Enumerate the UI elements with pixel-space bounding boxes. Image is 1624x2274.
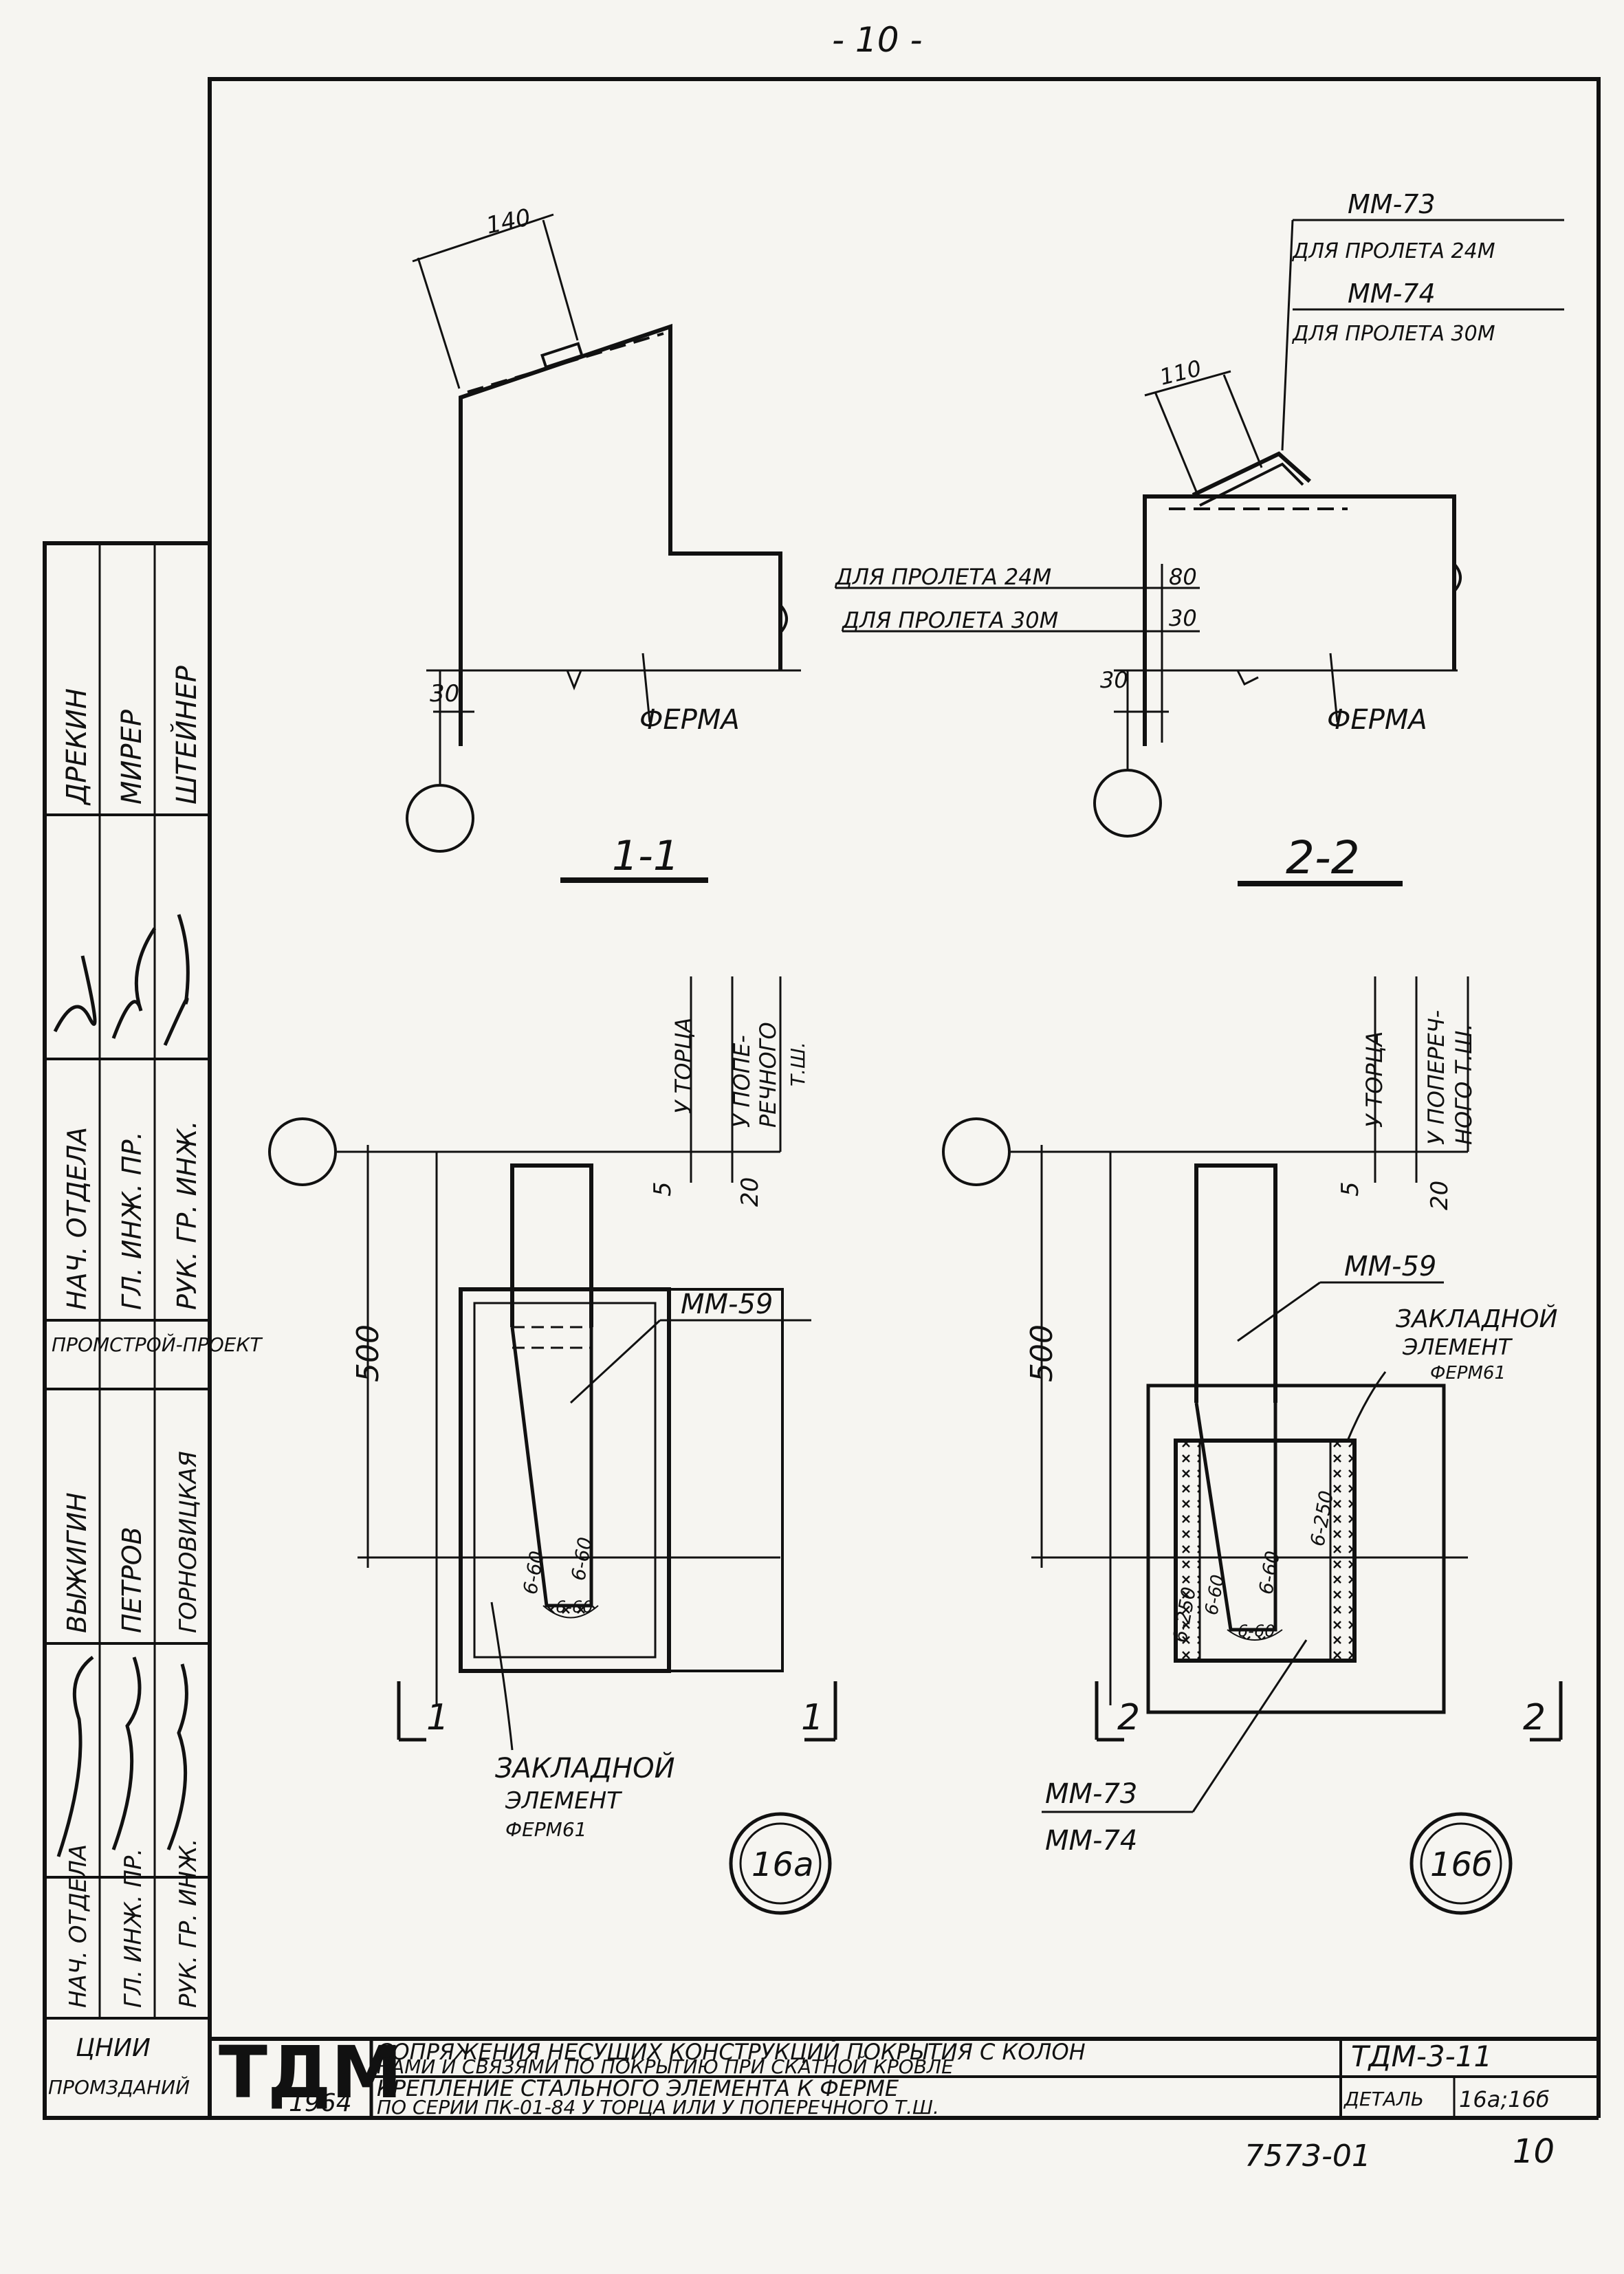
detail-16b: У ТОРЦА У ПОПЕРЕЧ- НОГО Т.Ш. 5 20 500 ММ… bbox=[942, 976, 1563, 1915]
stamp-name-a2: МИРЕР bbox=[116, 709, 148, 805]
dim-140: 140 bbox=[484, 204, 534, 240]
truss-label: ФЕРМА bbox=[639, 704, 740, 736]
axis-circle-3 bbox=[268, 1117, 337, 1186]
detail-label: ДЕТАЛЬ bbox=[1343, 2088, 1424, 2110]
mm73-label: ММ-73 bbox=[1348, 189, 1436, 219]
mm74-label: ММ-74 bbox=[1348, 278, 1436, 309]
span30-label: ДЛЯ ПРОЛЕТА 30М bbox=[841, 607, 1058, 633]
at-end-2: У ТОРЦА bbox=[1361, 1031, 1387, 1128]
section-1-1: 140 30 ФЕРМА 1-1 bbox=[406, 204, 801, 883]
stamp-org-b1: ЦНИИ bbox=[76, 2034, 151, 2062]
weld-60-b: 6-60 bbox=[1254, 1549, 1284, 1596]
stamp-name-a3: ШТЕЙНЕР bbox=[170, 665, 203, 805]
cut-left-1: 1 bbox=[426, 1697, 449, 1738]
stamp-name-b1: ВЫЖИГИН bbox=[62, 1492, 92, 1633]
year: 1964 bbox=[289, 2089, 352, 2117]
stamp-role-b1: НАЧ. ОТДЕЛА bbox=[65, 1844, 92, 2008]
weld-3: 6-60 bbox=[556, 1597, 593, 1617]
cut-right-2: 2 bbox=[1523, 1697, 1546, 1738]
stamp-role-a1: НАЧ. ОТДЕЛА bbox=[62, 1127, 92, 1310]
signature-b3 bbox=[166, 1663, 188, 1850]
embedded-2-3: ФЕРМ61 bbox=[1430, 1363, 1506, 1384]
embedded-3: ФЕРМ61 bbox=[505, 1818, 586, 1841]
sub-line-2: ПО СЕРИИ ПК-01-84 У ТОРЦА ИЛИ У ПОПЕРЕЧН… bbox=[377, 2096, 939, 2119]
at-end: У ТОРЦА bbox=[670, 1018, 696, 1114]
axis-circle-2 bbox=[1093, 769, 1162, 838]
at-cross-3: Т.Ш. bbox=[787, 1042, 809, 1086]
span24-label: ДЛЯ ПРОЛЕТА 24М bbox=[834, 564, 1051, 590]
archive-number: 7573-01 bbox=[1244, 2139, 1371, 2174]
mm59-2: ММ-59 bbox=[1344, 1251, 1436, 1282]
detail-value: 16а;16б bbox=[1459, 2086, 1550, 2112]
signature-a3 bbox=[163, 914, 190, 1047]
detail-16a: У ТОРЦА У ПОПЕ- РЕЧНОГО Т.Ш. 5 20 500 ММ… bbox=[268, 976, 837, 1915]
dim-30-top: 30 bbox=[1169, 605, 1197, 631]
mm73-2: ММ-73 bbox=[1045, 1778, 1137, 1810]
mm74-span: ДЛЯ ПРОЛЕТА 30М bbox=[1291, 322, 1495, 346]
axis-circle-1 bbox=[406, 784, 474, 853]
dim-500: 500 bbox=[351, 1324, 386, 1382]
stamp-role-b3: РУК. ГР. ИНЖ. bbox=[175, 1839, 202, 2008]
embedded-2-2: ЭЛЕМЕНТ bbox=[1402, 1334, 1513, 1360]
at-cross-2-2: НОГО Т.Ш. bbox=[1451, 1023, 1477, 1145]
logo: ТДМ bbox=[219, 2031, 402, 2114]
dim-80: 80 bbox=[1169, 564, 1197, 590]
title-line-1: СОПРЯЖЕНИЯ НЕСУЩИХ КОНСТРУКЦИЙ ПОКРЫТИЯ … bbox=[377, 2039, 1086, 2065]
mm74-2: ММ-74 bbox=[1045, 1825, 1137, 1857]
badge-16b: 16б bbox=[1430, 1846, 1493, 1884]
stamp-name-b3: ГОРНОВИЦКАЯ bbox=[175, 1451, 202, 1633]
dim-5: 5 bbox=[649, 1181, 677, 1196]
section-label-1-1: 1-1 bbox=[612, 832, 679, 880]
embedded-2-1: ЗАКЛАДНОЙ bbox=[1396, 1304, 1557, 1333]
signature-a2 bbox=[111, 927, 157, 1039]
at-cross-2-1: У ПОПЕРЕЧ- bbox=[1423, 1010, 1449, 1145]
truss-label-2: ФЕРМА bbox=[1327, 704, 1427, 736]
embedded-plate bbox=[459, 1287, 671, 1673]
stamp-role-b2: ГЛ. ИНЖ. ПР. bbox=[120, 1848, 147, 2008]
dim-5-2: 5 bbox=[1337, 1181, 1364, 1196]
sheet-number: 10 bbox=[1513, 2132, 1555, 2171]
stamp-name-b2: ПЕТРОВ bbox=[117, 1527, 147, 1633]
badge-16a: 16а bbox=[751, 1846, 814, 1884]
section-2-2: ММ-73 ДЛЯ ПРОЛЕТА 24М ММ-74 ДЛЯ ПРОЛЕТА … bbox=[834, 189, 1564, 886]
axis-circle-4 bbox=[942, 1117, 1011, 1186]
dim-500-2: 500 bbox=[1024, 1324, 1060, 1382]
mm73-span: ДЛЯ ПРОЛЕТА 24М bbox=[1291, 239, 1495, 263]
signature-b2 bbox=[111, 1657, 142, 1850]
sub-line-1: КРЕПЛЕНИЕ СТАЛЬНОГО ЭЛЕМЕНТА К ФЕРМЕ bbox=[377, 2075, 899, 2101]
stamp-org-a: ПРОМСТРОЙ-ПРОЕКТ bbox=[52, 1333, 263, 1356]
embedded-2: ЭЛЕМЕНТ bbox=[505, 1787, 622, 1815]
cut-right-1: 1 bbox=[801, 1697, 824, 1738]
embedded-1: ЗАКЛАДНОЙ bbox=[495, 1751, 675, 1784]
signature-b1 bbox=[56, 1656, 94, 1857]
page-number: - 10 - bbox=[832, 20, 923, 60]
dim-30: 30 bbox=[430, 680, 459, 708]
approval-stamp: ДРЕКИН МИРЕР ШТЕЙНЕР НАЧ. ОТДЕЛА ГЛ. ИНЖ… bbox=[43, 541, 263, 2120]
at-cross-2: РЕЧНОГО bbox=[755, 1022, 781, 1128]
sheet-frame bbox=[208, 77, 1601, 2041]
dim-30-left: 30 bbox=[1100, 667, 1128, 693]
stamp-name-a1: ДРЕКИН bbox=[61, 688, 93, 806]
title-line-2: НАМИ И СВЯЗЯМИ ПО ПОКРЫТИЮ ПРИ СКАТНОЙ К… bbox=[377, 2055, 954, 2078]
dim-110: 110 bbox=[1157, 355, 1204, 391]
dim-20: 20 bbox=[736, 1177, 764, 1207]
dim-20-2: 20 bbox=[1426, 1181, 1453, 1210]
title-block: ТДМ 1964 СОПРЯЖЕНИЯ НЕСУЩИХ КОНСТРУКЦИЙ … bbox=[208, 2031, 1601, 2120]
at-cross-1: У ПОПЕ- bbox=[729, 1035, 755, 1128]
stamp-role-a2: ГЛ. ИНЖ. ПР. bbox=[117, 1131, 147, 1310]
cut-left-2: 2 bbox=[1117, 1697, 1140, 1738]
stamp-org-b2: ПРОМЗДАНИЙ bbox=[48, 2075, 190, 2099]
drawing-code: ТДМ-3-11 bbox=[1351, 2040, 1492, 2073]
mm59: ММ-59 bbox=[681, 1289, 773, 1320]
weld-60-a: 6-60 bbox=[1201, 1573, 1229, 1617]
section-label-2-2: 2-2 bbox=[1286, 831, 1360, 884]
signature-a1 bbox=[53, 955, 97, 1033]
weld-60-c: 6-60 bbox=[1238, 1621, 1275, 1641]
stamp-role-a3: РУК. ГР. ИНЖ. bbox=[172, 1121, 202, 1310]
